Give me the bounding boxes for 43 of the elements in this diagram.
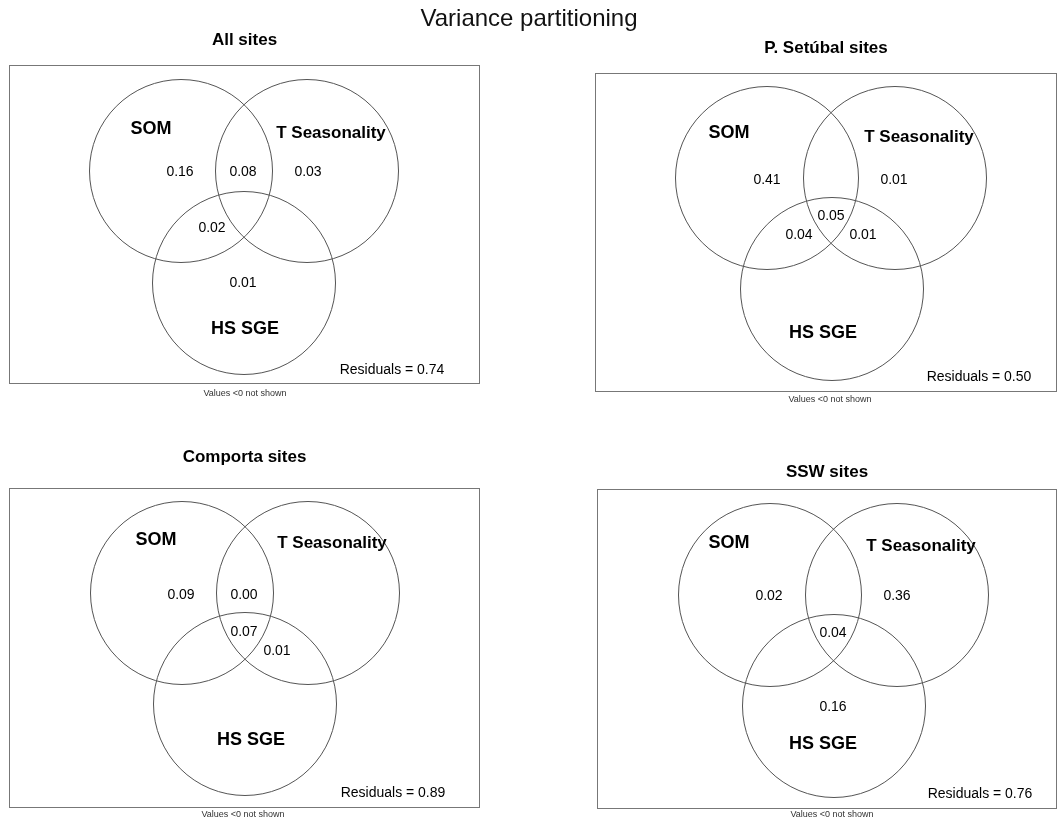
set-label: HS SGE [789,321,857,343]
value-label: 0.01 [880,171,908,187]
value-label: 0.02 [755,587,783,603]
footnote: Values <0 not shown [201,809,285,819]
set-label: HS SGE [789,732,857,754]
value-label: 0.01 [849,226,877,242]
footnote: Values <0 not shown [203,388,287,398]
residuals-text: Residuals = 0.89 [340,784,446,800]
value-label: 0.09 [167,586,195,602]
residuals-text: Residuals = 0.50 [926,368,1032,384]
panel-title: Comporta sites [182,447,307,467]
set-label: HS SGE [211,317,279,339]
set-label: T Seasonality [277,533,387,553]
value-label: 0.04 [819,624,847,640]
set-label: SOM [708,121,750,143]
footnote: Values <0 not shown [788,394,872,404]
set-label: T Seasonality [276,123,386,143]
value-label: 0.16 [166,163,194,179]
residuals-text: Residuals = 0.76 [927,785,1033,801]
value-label: 0.01 [229,274,257,290]
set-label: T Seasonality [866,536,976,556]
set-label: SOM [708,531,750,553]
set-label: T Seasonality [864,127,974,147]
set-label: SOM [135,528,177,550]
panel-title: All sites [211,30,278,50]
value-label: 0.01 [263,642,291,658]
value-label: 0.02 [198,219,226,235]
panel-title: SSW sites [785,462,869,482]
value-label: 0.07 [230,623,258,639]
diagram-title: Variance partitioning [419,4,639,32]
panel-title: P. Setúbal sites [764,38,888,58]
set-label: HS SGE [217,728,285,750]
residuals-text: Residuals = 0.74 [339,361,445,377]
value-label: 0.36 [883,587,911,603]
value-label: 0.16 [819,698,847,714]
value-label: 0.08 [229,163,257,179]
value-label: 0.41 [753,171,781,187]
value-label: 0.05 [817,207,845,223]
set-label: SOM [130,117,172,139]
value-label: 0.00 [230,586,258,602]
footnote: Values <0 not shown [790,809,874,819]
value-label: 0.03 [294,163,322,179]
value-label: 0.04 [785,226,813,242]
